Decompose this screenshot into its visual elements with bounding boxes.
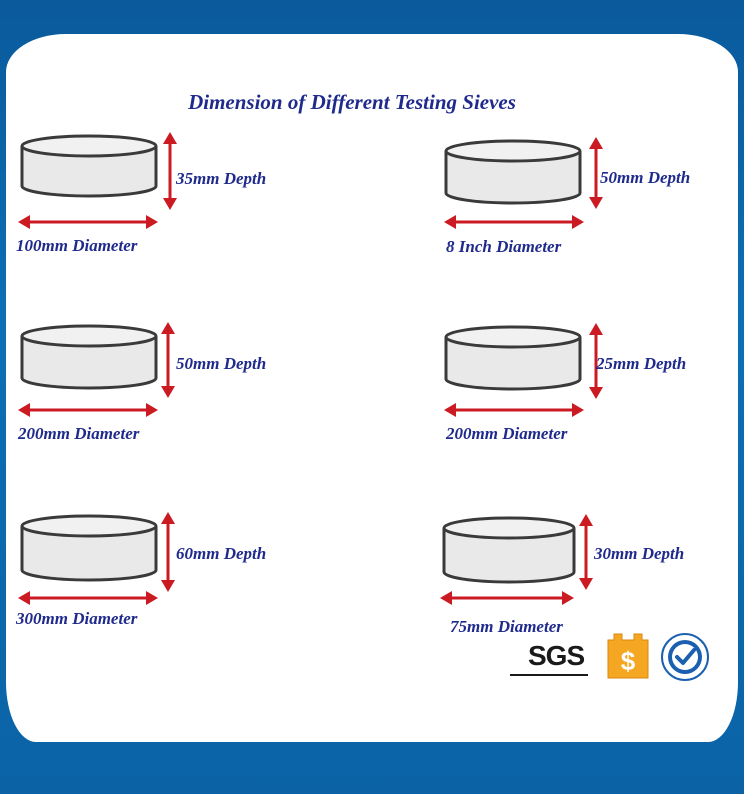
depth-label: 25mm Depth xyxy=(596,354,687,373)
sgs-underline xyxy=(510,674,588,676)
depth-label: 50mm Depth xyxy=(176,354,267,373)
sieve-rim xyxy=(20,134,158,158)
diameter-arrow xyxy=(440,591,574,605)
diameter-label: 75mm Diameter xyxy=(450,617,563,636)
depth-arrow-head-down xyxy=(589,387,603,399)
diameter-arrow xyxy=(444,403,584,417)
sieve-200mm-25 xyxy=(442,323,612,403)
sieve-rim xyxy=(442,516,576,540)
depth-arrow-head-down xyxy=(579,578,593,590)
diameter-label: 200mm Diameter xyxy=(446,424,568,443)
sieve-8-inch-drawing xyxy=(444,137,603,209)
depth-arrow-head-down xyxy=(589,197,603,209)
sieve-rim xyxy=(444,325,582,349)
diameter-label: 200mm Diameter xyxy=(18,424,140,443)
depth-label: 30mm Depth xyxy=(594,544,685,563)
sieve-100mm xyxy=(18,132,188,212)
depth-arrow-head-up xyxy=(161,512,175,524)
certification-logos: SGS $ xyxy=(510,628,730,688)
sieve-100mm-drawing xyxy=(20,132,177,210)
diameter-label: 8 Inch Diameter xyxy=(446,237,562,256)
depth-arrow-head-up xyxy=(589,323,603,335)
sieve-rim xyxy=(20,324,158,348)
sieve-rim xyxy=(20,514,158,538)
diagram-title: Dimension of Different Testing Sieves xyxy=(188,90,516,114)
sieve-200mm-25-drawing xyxy=(444,323,603,399)
sieve-300mm xyxy=(18,512,188,592)
sieve-body xyxy=(444,337,582,391)
depth-arrow-head-up xyxy=(589,137,603,149)
diameter-label: 100mm Diameter xyxy=(16,236,138,255)
sgs-logo-icon: SGS xyxy=(528,640,585,671)
sieve-200mm-50-drawing xyxy=(20,322,175,398)
gold-badge-icon: $ xyxy=(607,633,649,679)
sieve-body xyxy=(20,526,158,582)
sieve-body xyxy=(20,146,158,198)
sieve-body xyxy=(20,336,158,390)
depth-label: 50mm Depth xyxy=(600,168,691,187)
depth-arrow-head-down xyxy=(163,198,177,210)
diameter-arrow xyxy=(18,403,158,417)
sieve-300mm-drawing xyxy=(20,512,175,592)
depth-label: 60mm Depth xyxy=(176,544,267,563)
svg-text:$: $ xyxy=(621,646,636,676)
sieve-75mm-drawing xyxy=(442,514,593,590)
depth-arrow-head-up xyxy=(163,132,177,144)
sieve-body xyxy=(442,528,576,584)
depth-arrow-head-down xyxy=(161,386,175,398)
diameter-label: 300mm Diameter xyxy=(16,609,138,628)
depth-arrow-head-up xyxy=(579,514,593,526)
depth-arrow-head-down xyxy=(161,580,175,592)
certification-seal-icon xyxy=(661,633,709,681)
sieve-8-inch xyxy=(442,137,612,217)
sieve-75mm xyxy=(440,514,610,594)
diameter-arrow xyxy=(444,215,584,229)
sieve-200mm-50 xyxy=(18,322,188,402)
sieve-rim xyxy=(444,139,582,163)
diameter-arrow xyxy=(18,215,158,229)
sieve-body xyxy=(444,151,582,205)
depth-arrow-head-up xyxy=(161,322,175,334)
diameter-arrow xyxy=(18,591,158,605)
depth-label: 35mm Depth xyxy=(176,169,267,188)
